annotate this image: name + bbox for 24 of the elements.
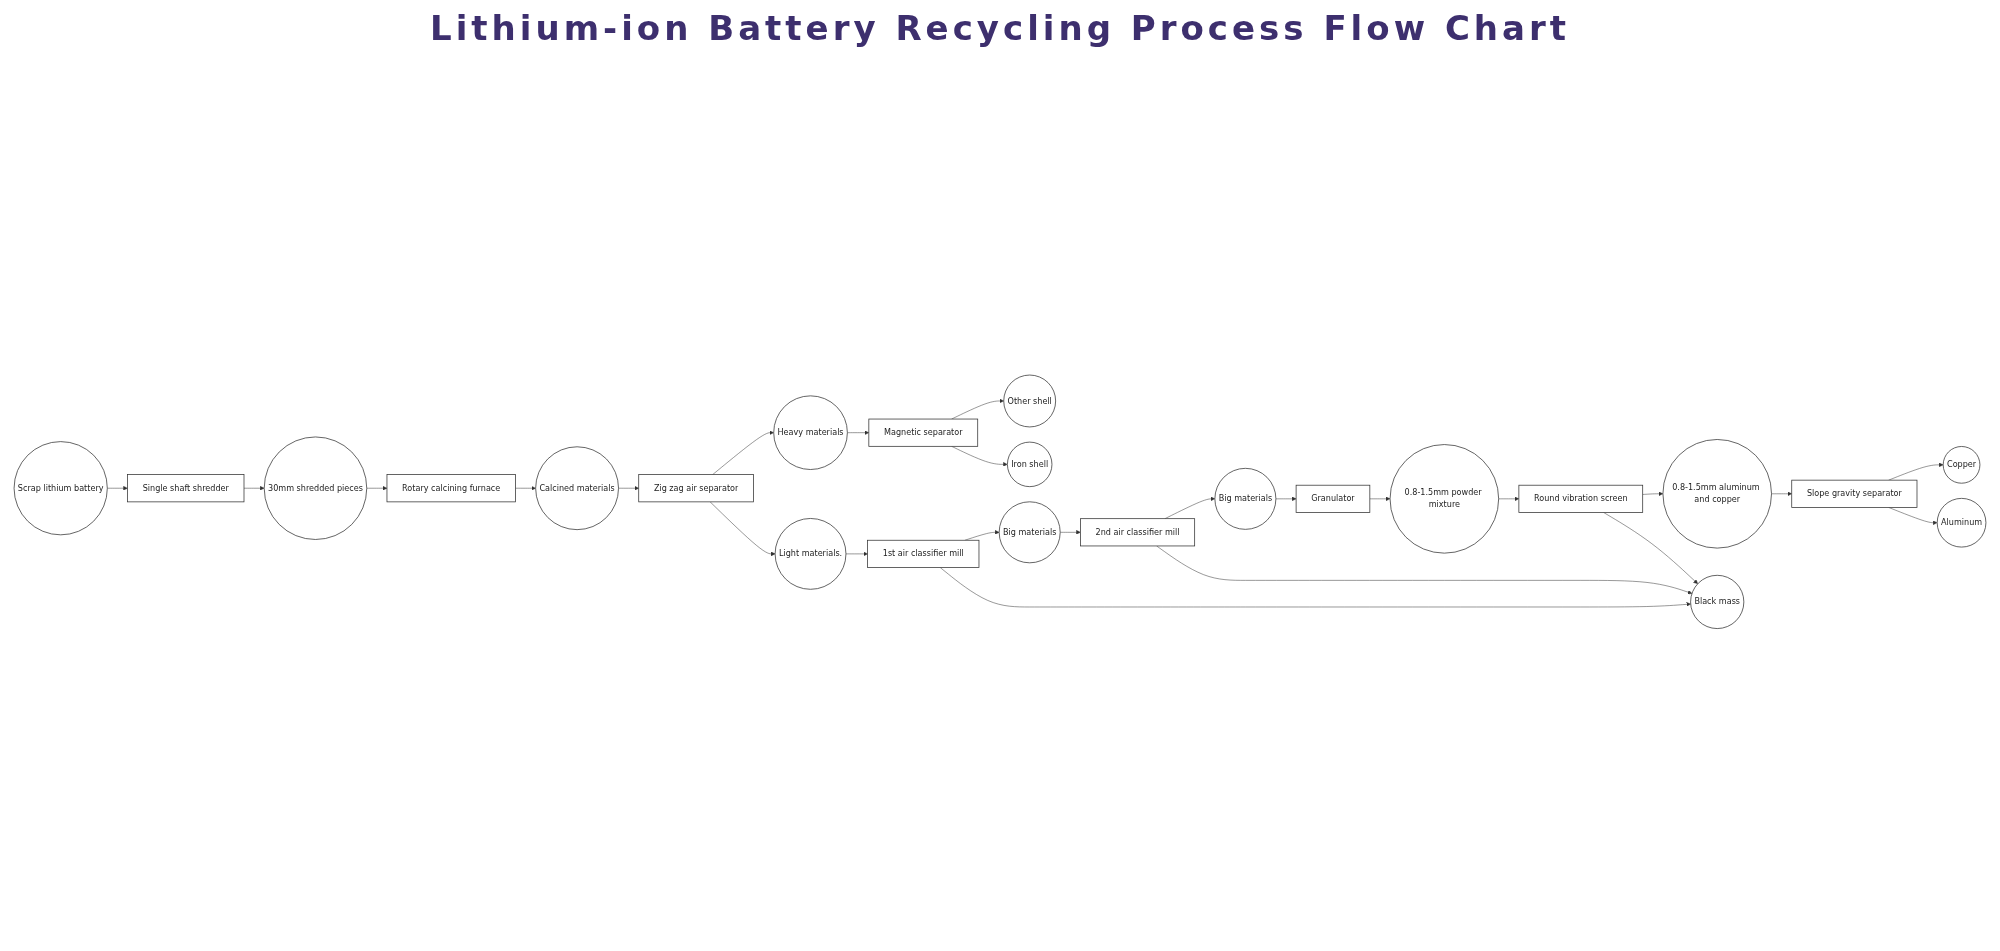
node-circle: Aluminum: [1936, 497, 1987, 548]
node-circle: 0.8-1.5mm powder mixture: [1389, 443, 1500, 554]
node-circle: 30mm shredded pieces: [263, 436, 368, 540]
node-circle: 0.8-1.5mm aluminum and copper: [1662, 438, 1772, 549]
node-circle: Other shell: [1003, 374, 1057, 427]
node-circle: Big materials: [998, 501, 1061, 563]
node-box: Granulator: [1295, 484, 1371, 513]
node-box: 2nd air classifier mill: [1080, 518, 1196, 546]
node-box: 1st air classifier mill: [867, 539, 980, 568]
node-circle: Big materials: [1214, 467, 1277, 530]
node-circle: Black mass: [1690, 574, 1745, 629]
node-box: Rotary calcining furnace: [386, 473, 516, 502]
node-circle: Heavy materials: [773, 395, 848, 470]
node-box: Zig zag air separator: [638, 473, 754, 502]
node-circle: Scrap lithium battery: [13, 440, 108, 535]
node-box: Single shaft shredder: [127, 473, 245, 502]
node-box: Magnetic separator: [868, 418, 979, 447]
node-circle: Iron shell: [1007, 441, 1053, 487]
node-circle: Calcined materials: [535, 446, 619, 530]
diagram-title: Lithium-ion Battery Recycling Process Flow Chart: [430, 8, 1570, 48]
node-circle: Copper: [1942, 445, 1981, 484]
node-box: Slope gravity separator: [1791, 479, 1918, 508]
node-circle: Light materials.: [774, 517, 847, 590]
node-box: Round vibration screen: [1518, 484, 1644, 513]
